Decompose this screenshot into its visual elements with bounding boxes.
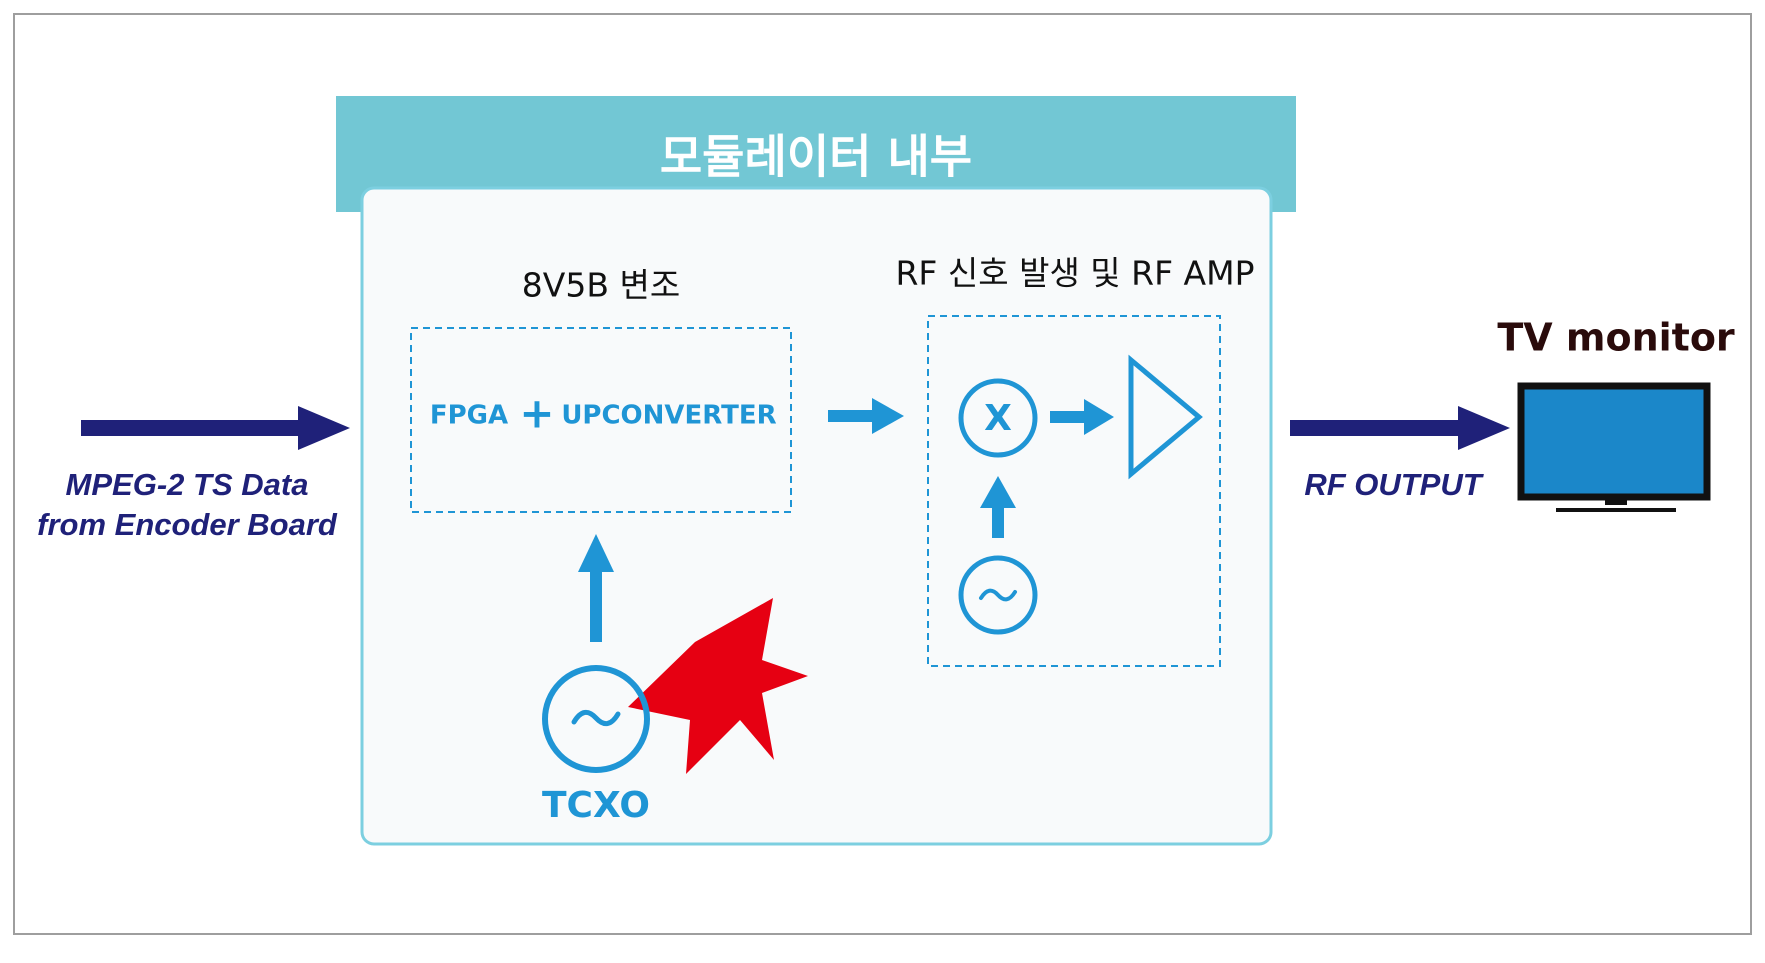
arrow-mixer-to-amp: [1050, 399, 1114, 435]
arrow-osc-to-mixer: [980, 476, 1016, 538]
tcxo-oscillator-icon: [542, 665, 650, 773]
output-arrow: [1290, 406, 1510, 450]
plus-sign: +: [519, 389, 554, 438]
output-label: RF OUTPUT: [1304, 467, 1484, 502]
fpga-label: FPGA: [430, 401, 508, 431]
input-arrow: [81, 406, 350, 450]
amplifier-icon: [1128, 354, 1203, 480]
mixer-symbol: X: [984, 398, 1012, 439]
modulation-box: [410, 327, 792, 513]
tv-label: TV monitor: [1497, 316, 1735, 360]
arrow-tcxo-to-mod: [578, 534, 614, 642]
input-label-line1: MPEG-2 TS Data: [66, 467, 309, 502]
rf-section-label: RF 신호 발생 및 RF AMP: [895, 254, 1254, 293]
modulator-panel: [360, 186, 1273, 846]
input-label-line2: from Encoder Board: [37, 507, 338, 542]
arrow-mod-to-rf: [828, 398, 904, 434]
title-text: 모듈레이터 내부: [660, 130, 972, 184]
rf-oscillator-wave-icon: [979, 588, 1017, 602]
mixer-icon: [958, 378, 1038, 458]
upconverter-label: UPCONVERTER: [561, 401, 776, 431]
tcxo-label: TCXO: [542, 785, 650, 826]
modulation-label: 8V5B 변조: [522, 266, 680, 305]
rf-section-box: [927, 315, 1221, 667]
tcxo-wave-icon: [571, 709, 621, 727]
rf-oscillator-icon: [958, 555, 1038, 635]
tv-monitor-icon: [1517, 382, 1711, 512]
noise-burst-icon: [628, 598, 808, 774]
